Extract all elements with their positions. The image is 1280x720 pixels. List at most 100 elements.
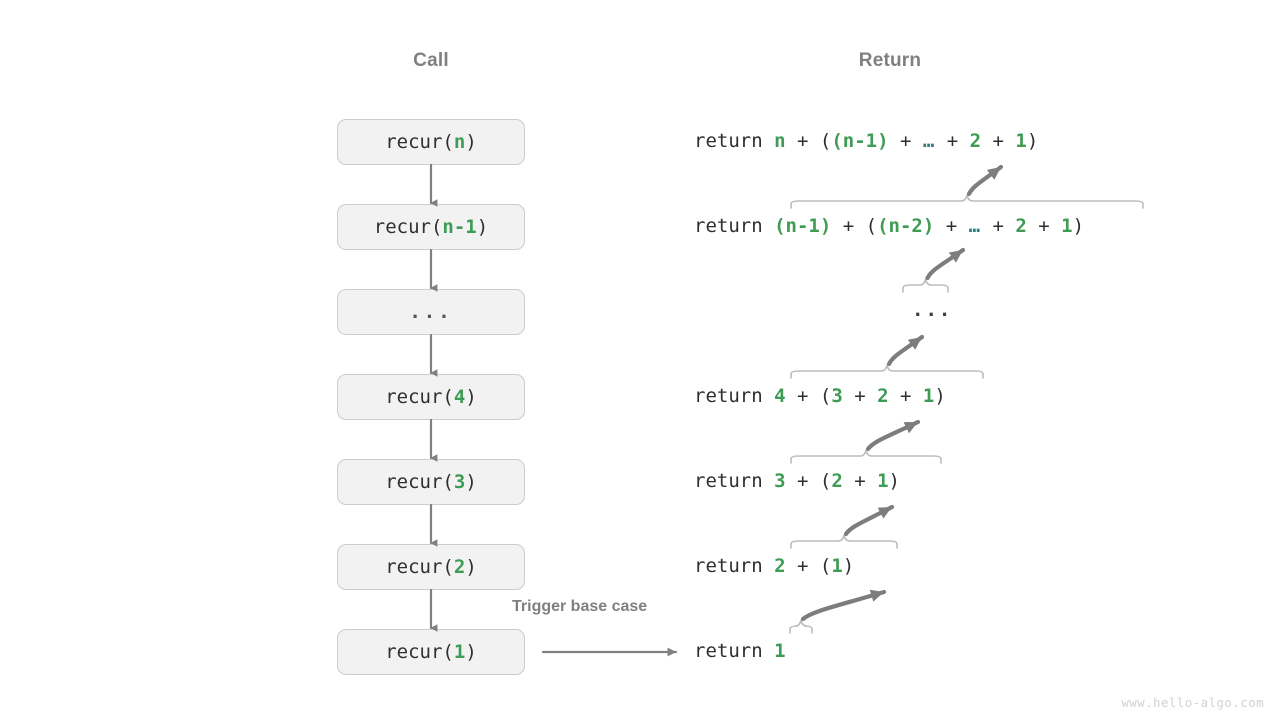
- brace-return-2: [790, 534, 898, 549]
- call-box-fn-name: recur(: [385, 131, 454, 153]
- expr-token: (: [865, 215, 878, 237]
- expr-token: +: [981, 130, 1016, 152]
- return-arrow-return-3-head: [903, 422, 918, 434]
- return-expression: 2 + (1): [774, 555, 854, 577]
- return-keyword: return: [694, 130, 775, 152]
- call-box-recur-n: recur(n): [337, 119, 525, 165]
- expr-token: (: [819, 470, 832, 492]
- return-keyword: return: [694, 385, 775, 407]
- return-expression: 1: [774, 640, 785, 662]
- expr-token: …: [922, 130, 936, 152]
- expr-token: 2: [877, 385, 889, 407]
- expr-token: +: [935, 130, 970, 152]
- expr-token: 2: [969, 130, 982, 152]
- call-box-fn-name: recur(: [385, 556, 454, 578]
- expr-token: (: [819, 130, 832, 152]
- expr-token: (n-1): [831, 130, 889, 152]
- return-line-return-1: return 1: [694, 642, 786, 661]
- return-arrow-return-dots-head: [948, 250, 963, 263]
- expr-token: +: [842, 470, 878, 492]
- call-box-paren-close: ): [465, 556, 477, 578]
- expr-token: (n-1): [774, 215, 832, 237]
- return-arrow-return-2-head: [877, 507, 892, 519]
- expr-token: +: [1026, 215, 1062, 237]
- expr-token: +: [842, 385, 878, 407]
- return-line-return-3: return 3 + (2 + 1): [694, 472, 900, 491]
- call-box-fn-name: recur(: [385, 471, 454, 493]
- call-box-argument: 3: [453, 471, 466, 493]
- return-arrow-return-3: [865, 419, 921, 452]
- expr-token: ): [1026, 130, 1039, 152]
- expr-token: ): [1072, 215, 1085, 237]
- return-line-return-n-1: return (n-1) + ((n-2) + … + 2 + 1): [694, 217, 1084, 236]
- return-expression: 3 + (2 + 1): [774, 470, 900, 492]
- call-box-recur-1: recur(1): [337, 629, 525, 675]
- expr-token: (: [819, 555, 832, 577]
- column-header-return: Return: [858, 50, 922, 71]
- expr-token: +: [785, 130, 820, 152]
- return-expression: 4 + (3 + 2 + 1): [774, 385, 946, 407]
- call-box-argument: 2: [453, 556, 466, 578]
- expr-token: 1: [1015, 130, 1027, 152]
- expr-token: 2: [831, 470, 843, 492]
- expr-token: ): [934, 385, 946, 407]
- return-arrow-return-1-head: [869, 589, 884, 602]
- call-box-ellipsis: ...: [409, 301, 453, 323]
- expr-token: 3: [774, 470, 786, 492]
- return-ellipsis-row: ...: [912, 299, 953, 321]
- return-expression: n + ((n-1) + … + 2 + 1): [774, 130, 1038, 152]
- expr-token: +: [888, 130, 923, 152]
- call-box-paren-close: ): [465, 131, 477, 153]
- brace-return-dots: [902, 278, 949, 293]
- call-box-recur-2: recur(2): [337, 544, 525, 590]
- expr-token: (n-2): [877, 215, 935, 237]
- call-box-paren-close: ): [476, 216, 489, 238]
- return-arrow-return-4-head: [907, 337, 922, 350]
- call-box-recur-4: recur(4): [337, 374, 525, 420]
- expr-token: ): [888, 470, 900, 492]
- expr-token: 1: [774, 640, 786, 662]
- call-box-paren-close: ): [465, 386, 477, 408]
- call-box-recur-n-1: recur(n-1): [337, 204, 525, 250]
- call-box-paren-close: ): [465, 641, 477, 663]
- expr-token: n: [774, 130, 786, 152]
- column-header-call: Call: [413, 50, 449, 71]
- expr-token: 1: [1061, 215, 1073, 237]
- return-arrow-return-2: [843, 504, 895, 537]
- return-arrow-return-1: [800, 589, 887, 622]
- call-box-recur-dots: ...: [337, 289, 525, 335]
- call-box-argument: 1: [453, 641, 466, 663]
- return-keyword: return: [694, 215, 775, 237]
- expr-token: 4: [774, 385, 786, 407]
- expr-token: 1: [831, 555, 843, 577]
- expr-token: +: [785, 470, 820, 492]
- return-keyword: return: [694, 555, 775, 577]
- brace-return-1: [789, 619, 813, 634]
- brace-return-n-1: [790, 194, 1144, 209]
- return-arrow-return-n-1: [966, 164, 1004, 197]
- expr-token: +: [981, 215, 1016, 237]
- expr-token: 1: [922, 385, 935, 407]
- return-keyword: return: [694, 640, 775, 662]
- expr-token: +: [785, 385, 820, 407]
- expr-token: 2: [774, 555, 786, 577]
- watermark: www.hello-algo.com: [1121, 695, 1264, 710]
- return-line-return-4: return 4 + (3 + 2 + 1): [694, 387, 946, 406]
- expr-token: 2: [1015, 215, 1027, 237]
- call-box-fn-name: recur(: [385, 641, 454, 663]
- expr-token: +: [888, 385, 923, 407]
- expr-token: +: [785, 555, 820, 577]
- call-box-paren-close: ): [465, 471, 477, 493]
- return-keyword: return: [694, 470, 775, 492]
- expr-token: 1: [877, 470, 889, 492]
- expr-token: …: [968, 215, 982, 237]
- expr-token: 3: [831, 385, 843, 407]
- expr-token: (: [819, 385, 832, 407]
- expr-token: +: [934, 215, 969, 237]
- return-line-return-2: return 2 + (1): [694, 557, 854, 576]
- call-box-argument: 4: [453, 386, 466, 408]
- trigger-base-case-label: Trigger base case: [512, 598, 648, 615]
- return-arrow-return-dots: [925, 247, 966, 281]
- call-box-recur-3: recur(3): [337, 459, 525, 505]
